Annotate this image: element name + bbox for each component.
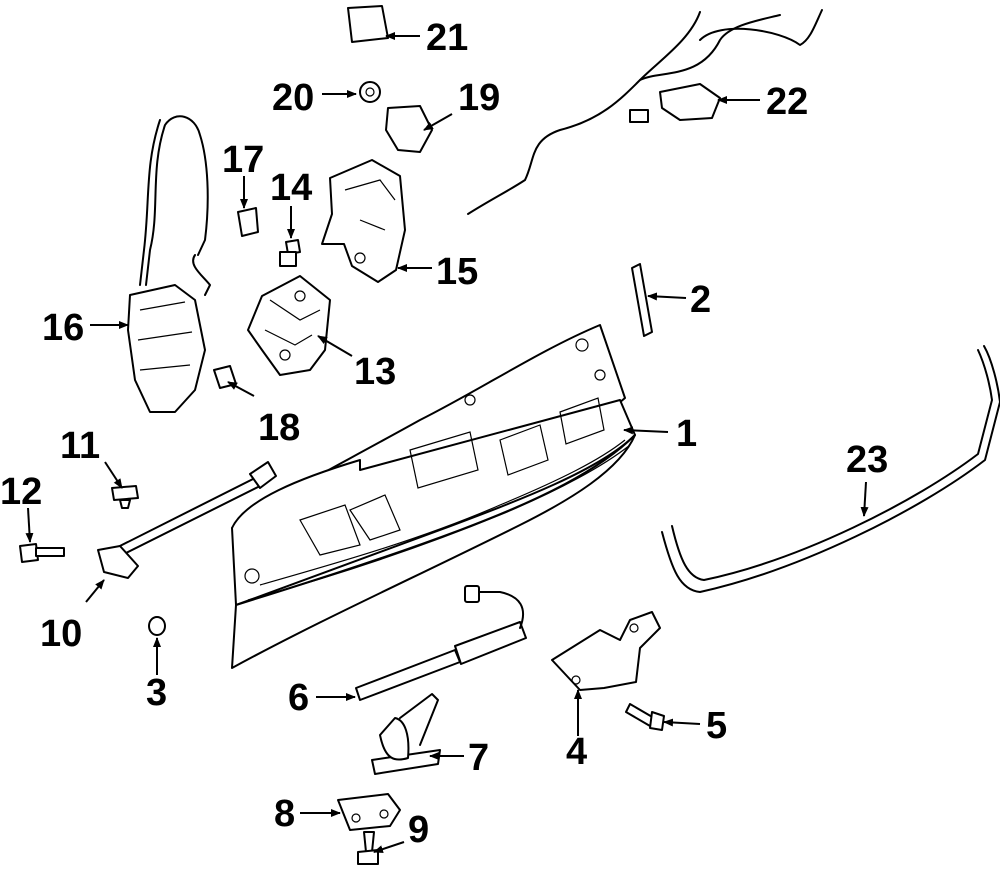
leader-5 [663,718,701,727]
callout-6: 6 [288,677,309,719]
callout-22: 22 [766,81,808,123]
bracket-part-19 [385,105,433,153]
leader-2 [647,292,687,301]
nut-part [359,81,381,103]
leader-lines [25,32,869,853]
leader-19 [423,113,453,131]
latch-assembly-part [247,275,331,376]
weatherstrip-seal-part [661,345,1000,593]
leader-12 [25,507,34,543]
callout-19: 19 [458,77,500,119]
callout-17: 17 [222,139,264,181]
clip-part-11 [111,485,139,509]
plug-part [148,616,166,636]
callout-21: 21 [426,17,468,59]
bolt-part-12 [19,543,65,563]
gas-strut-part [355,585,527,701]
leader-10 [85,579,105,603]
callout-8: 8 [274,793,295,835]
leader-13 [317,335,353,357]
strut-mount-part [371,693,441,775]
callout-labels: 1 2 3 4 5 6 7 8 9 10 11 12 13 14 15 16 1… [0,17,888,851]
hinge-bracket-part [551,611,661,691]
callout-10: 10 [40,613,82,655]
switch-part [347,5,389,43]
trim-strip-part [631,263,653,337]
latch-cover-part [321,159,406,283]
wiring-harness-part [467,9,823,215]
callout-18: 18 [258,407,300,449]
leader-23 [860,481,869,517]
release-cable-part [97,461,277,579]
callout-11: 11 [60,425,100,467]
connector-part-17 [237,207,259,237]
callout-16: 16 [42,307,84,349]
callout-3: 3 [146,672,167,714]
callout-20: 20 [272,77,314,119]
trunk-lid-part [231,324,636,669]
callout-5: 5 [706,705,727,747]
bolt-part-9 [357,831,379,865]
callout-4: 4 [566,731,587,773]
callout-1: 1 [676,413,697,455]
leader-9 [373,841,405,853]
leader-11 [104,461,123,489]
callout-23: 23 [846,439,888,481]
bolt-part-14 [279,239,301,267]
callout-9: 9 [408,809,429,851]
actuator-part [127,115,211,413]
callout-13: 13 [354,351,396,393]
leader-1 [623,426,669,435]
callout-7: 7 [468,737,489,779]
latch-striker-part [337,793,401,831]
bolt-part-5 [625,703,665,731]
callout-14: 14 [270,167,312,209]
callout-12: 12 [0,471,42,513]
callout-15: 15 [436,251,478,293]
leader-18 [227,381,255,397]
callout-2: 2 [690,279,711,321]
